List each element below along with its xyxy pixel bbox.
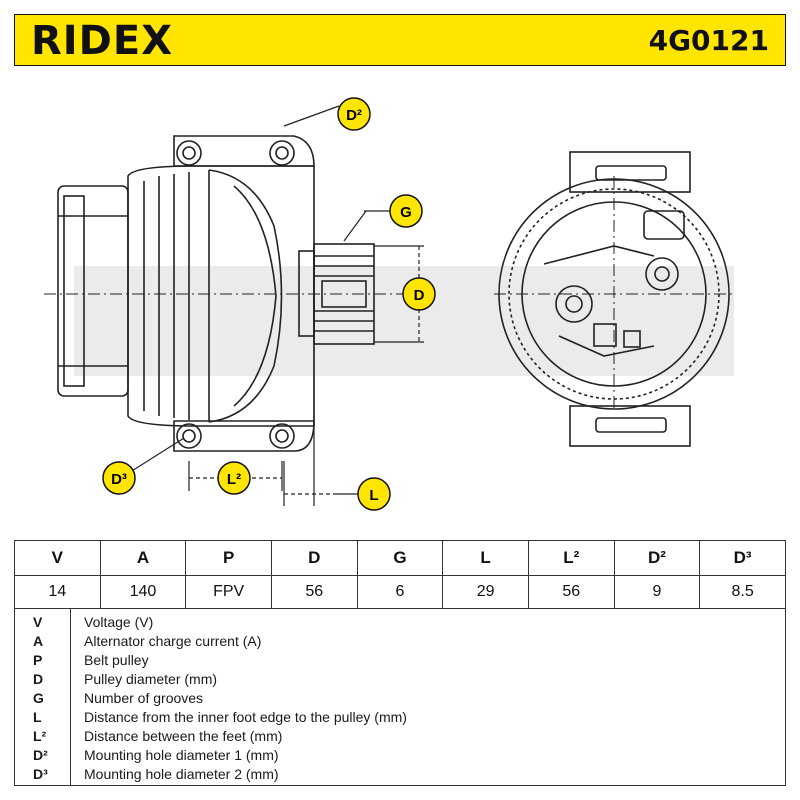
legend-text: Voltage (V) xyxy=(84,614,154,630)
callout-g: G xyxy=(389,194,423,228)
legend-text: Number of grooves xyxy=(84,690,204,706)
spec-value-cell: 56 xyxy=(270,575,358,609)
legend-key: D³ xyxy=(33,766,48,782)
spec-value-cell: 29 xyxy=(442,575,529,609)
front-view xyxy=(494,151,734,447)
legend-text: Pulley diameter (mm) xyxy=(84,671,218,687)
legend-item: D Pulley diameter (mm) xyxy=(15,670,787,689)
spec-header-cell: P xyxy=(185,540,272,576)
legend-text: Alternator charge current (A) xyxy=(84,633,262,649)
legend-item: V Voltage (V) xyxy=(15,613,787,632)
spec-value-cell: 56 xyxy=(527,575,615,609)
legend-divider xyxy=(70,608,71,786)
legend-text: Mounting hole diameter 1 (mm) xyxy=(84,747,279,763)
spec-header-cell: L² xyxy=(527,540,615,576)
legend-key: L xyxy=(33,709,42,725)
legend-key: A xyxy=(33,633,44,649)
legend-item: A Alternator charge current (A) xyxy=(15,632,787,651)
spec-header-row: V A P D G L L² D² D³ xyxy=(14,540,786,576)
legend-key: V xyxy=(33,614,43,630)
spec-header-cell: V xyxy=(14,540,101,576)
spec-header-cell: L xyxy=(442,540,529,576)
part-number: 4G0121 xyxy=(648,24,769,57)
legend-key: D xyxy=(33,671,44,687)
svg-text:D³: D³ xyxy=(111,471,127,488)
svg-text:G: G xyxy=(400,204,412,221)
alternator-drawing: D² G D D³ L² L xyxy=(44,97,734,511)
callout-d: D xyxy=(402,277,436,311)
legend-item: P Belt pulley xyxy=(15,651,787,670)
legend-text: Distance between the feet (mm) xyxy=(84,728,283,744)
svg-text:D²: D² xyxy=(346,107,362,124)
callout-d2: D² xyxy=(337,97,371,131)
spec-value-row: 14 140 FPV 56 6 29 56 9 8.5 xyxy=(14,575,786,609)
watermark xyxy=(74,266,734,376)
callout-l: L xyxy=(357,477,391,511)
spec-value-cell: 6 xyxy=(356,575,444,609)
spec-header-cell: A xyxy=(99,540,187,576)
spec-value-cell: 140 xyxy=(99,575,187,609)
legend: V Voltage (V) A Alternator charge curren… xyxy=(14,608,786,786)
spec-header-cell: D³ xyxy=(699,540,786,576)
legend-text: Belt pulley xyxy=(84,652,149,668)
spec-table: V A P D G L L² D² D³ 14 140 FPV 56 6 29 … xyxy=(14,540,786,609)
header-bar: RIDEX 4G0121 xyxy=(14,14,786,66)
legend-item: L Distance from the inner foot edge to t… xyxy=(15,708,787,727)
legend-key: D² xyxy=(33,747,48,763)
legend-key: L² xyxy=(33,728,47,744)
svg-text:L: L xyxy=(369,487,378,504)
legend-item: G Number of grooves xyxy=(15,689,787,708)
spec-value-cell: 14 xyxy=(14,575,101,609)
spec-header-cell: G xyxy=(356,540,444,576)
spec-header-cell: D² xyxy=(613,540,701,576)
svg-text:L²: L² xyxy=(227,471,241,488)
legend-item: D² Mounting hole diameter 1 (mm) xyxy=(15,746,787,765)
legend-key: P xyxy=(33,652,43,668)
brand-logo: RIDEX xyxy=(31,18,174,64)
legend-text: Mounting hole diameter 2 (mm) xyxy=(84,766,279,782)
svg-text:D: D xyxy=(414,287,425,304)
legend-text: Distance from the inner foot edge to the… xyxy=(84,709,407,725)
legend-item: L² Distance between the feet (mm) xyxy=(15,727,787,746)
callout-l2: L² xyxy=(217,461,251,495)
spec-value-cell: 9 xyxy=(613,575,701,609)
callout-d3: D³ xyxy=(102,461,136,495)
spec-header-cell: D xyxy=(270,540,358,576)
spec-value-cell: 8.5 xyxy=(699,575,786,609)
legend-item: D³ Mounting hole diameter 2 (mm) xyxy=(15,765,787,784)
spec-value-cell: FPV xyxy=(185,575,272,609)
dimension-lines xyxy=(123,105,424,506)
legend-key: G xyxy=(33,690,44,706)
